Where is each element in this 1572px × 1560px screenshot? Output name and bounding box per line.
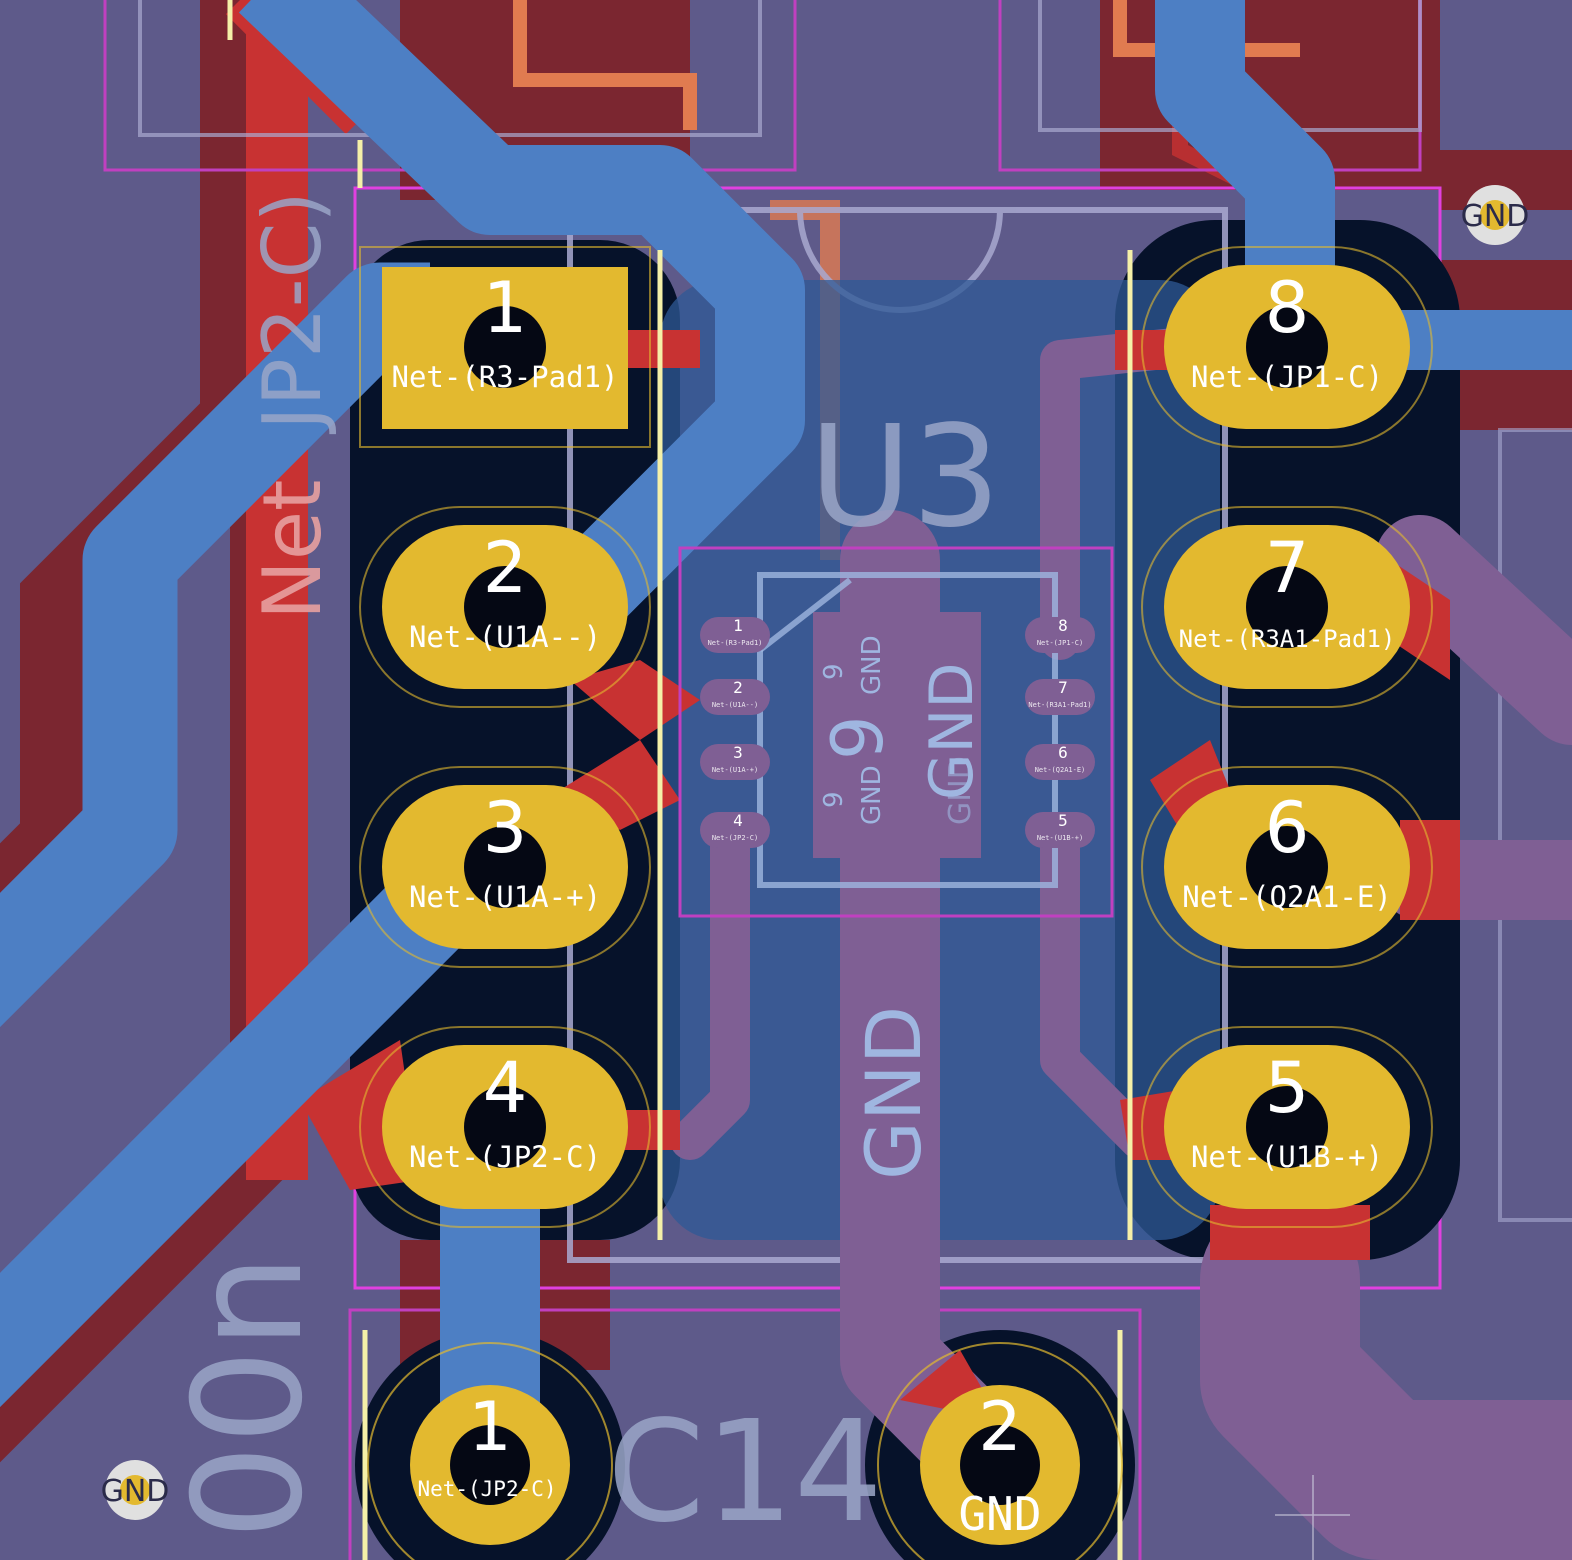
u3-pad-6-net: Net-(Q2A1-E)	[1182, 880, 1392, 914]
inner-ic-pin-7-number: 7	[1058, 678, 1068, 697]
exposed-pad-net-small-top: GND	[857, 635, 887, 695]
u3-pad-7-net: Net-(R3A1-Pad1)	[1179, 625, 1396, 653]
inner-ic-pin-6-number: 6	[1058, 743, 1068, 762]
silk-left-jp: JP2-C)	[246, 191, 339, 435]
u3-pad-8-net: Net-(JP1-C)	[1191, 360, 1383, 394]
inner-ic-pin-5-number: 5	[1058, 811, 1068, 830]
silk-left-net: Net	[246, 480, 339, 620]
inner-ic-pin-4-number: 4	[733, 811, 743, 830]
inner-ic-pin-6-net: Net-(Q2A1-E)	[1035, 766, 1086, 774]
silkscreen-lines	[227, 0, 1133, 1560]
via-bottom-left-label: GND	[101, 1474, 170, 1509]
inner-ic-ghost-gnd: GND	[943, 756, 978, 825]
origin-crosshair	[1275, 1475, 1350, 1560]
u3-pad-7-number: 7	[1265, 527, 1310, 609]
u3-pad-3-number: 3	[483, 787, 528, 869]
inner-ic-pin-1-number: 1	[733, 616, 743, 635]
u3-pad-2-net: Net-(U1A--)	[409, 620, 601, 654]
inner-ic-pin-5-net: Net-(U1B-+)	[1037, 834, 1083, 842]
u3-pad-6-number: 6	[1265, 787, 1310, 869]
inner-ic-pin-4-net: Net-(JP2-C)	[712, 834, 758, 842]
u3-pads: 1Net-(R3-Pad1)2Net-(U1A--)3Net-(U1A-+)4N…	[359, 246, 1433, 1228]
u3-pad-1-net: Net-(R3-Pad1)	[392, 360, 619, 394]
inner-ic-pin-2-net: Net-(U1A--)	[712, 701, 758, 709]
c14-pads: 1 Net-(JP2-C) 2 GND	[367, 1342, 1123, 1560]
inner-ic-pin-7-net: Net-(R3A1-Pad1)	[1028, 701, 1091, 709]
inner-ic-pin-8-net: Net-(JP1-C)	[1037, 639, 1083, 647]
inner-ic	[678, 546, 1114, 918]
inner-ic-pin-3-net: Net-(U1A-+)	[712, 766, 758, 774]
exposed-pad-net-small-bottom: GND	[857, 765, 887, 825]
exposed-pad-number: 9	[817, 715, 899, 760]
silk-bottom-left-value: 00n	[162, 1254, 336, 1540]
via-top-right-label: GND	[1461, 199, 1530, 234]
c14-pad-1-net: Net-(JP2-C)	[417, 1477, 556, 1501]
u3-pad-5-number: 5	[1265, 1047, 1310, 1129]
u3-pad-5-net: Net-(U1B-+)	[1191, 1140, 1383, 1174]
u3-pad-2-number: 2	[483, 527, 528, 609]
via-top-right[interactable]: GND	[1461, 185, 1530, 245]
u3-pad-8-number: 8	[1265, 267, 1310, 349]
u3-pad-4-number: 4	[483, 1047, 528, 1129]
trace-gnd-label: GND	[849, 1006, 938, 1180]
c14-reference: C14	[607, 1391, 883, 1554]
inner-ic-pin-3-number: 3	[733, 743, 743, 762]
inner-ic-pin-2-number: 2	[733, 678, 743, 697]
exposed-pad-9[interactable]	[813, 612, 981, 858]
inner-ic-pin-1-net: Net-(R3-Pad1)	[708, 639, 763, 647]
u3-pad-1-number: 1	[483, 267, 528, 349]
inner-ic-left-pads: 1Net-(R3-Pad1)2Net-(U1A--)3Net-(U1A-+)4N…	[700, 616, 770, 848]
c14-pad-1-number: 1	[468, 1388, 511, 1467]
c14-pad-1[interactable]: 1 Net-(JP2-C)	[367, 1342, 613, 1560]
c14-pad-2[interactable]: 2 GND	[877, 1342, 1123, 1560]
u3-pad-4-net: Net-(JP2-C)	[409, 1140, 601, 1174]
inner-ic-reference: GND	[917, 662, 987, 800]
exposed-pad-num-small-bottom: 9	[819, 791, 849, 808]
u3-reference: U3	[809, 396, 1001, 559]
inner-ic-pin-8-number: 8	[1058, 616, 1068, 635]
c14-pad-2-net: GND	[958, 1487, 1041, 1541]
via-bottom-left[interactable]: GND	[101, 1460, 170, 1520]
exposed-pad-num-small-top: 9	[819, 663, 849, 680]
c14-pad-2-number: 2	[978, 1388, 1021, 1467]
u3-pad-3-net: Net-(U1A-+)	[409, 880, 601, 914]
